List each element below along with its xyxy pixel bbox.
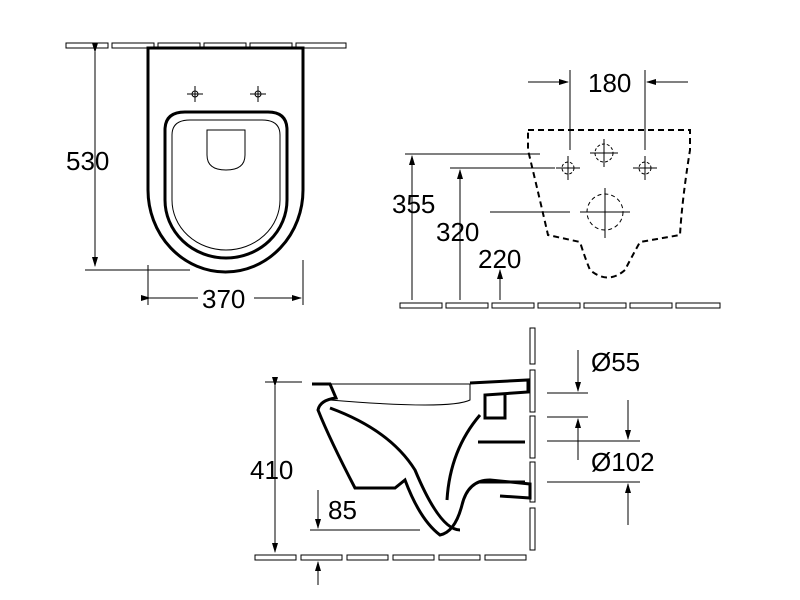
outlet-hole-icon: [580, 188, 630, 238]
bowl-outline: [146, 46, 305, 274]
height-320-label: 320: [436, 217, 479, 247]
bolt-hole-icon: [556, 156, 580, 180]
offset-85-label: 85: [328, 495, 357, 525]
bowl-rear-outline: [527, 129, 691, 279]
inlet-hole-icon: [590, 139, 618, 167]
fixing-hole-icon: [250, 86, 266, 102]
side-view: Ø55 Ø102 410 85: [250, 327, 655, 585]
wall-tiles-top: [65, 42, 347, 49]
bowl-rim: [329, 383, 471, 406]
top-view: 530 370: [65, 42, 347, 314]
lid-handle: [206, 129, 246, 171]
height-220-label: 220: [478, 244, 521, 274]
spacing-180-label: 180: [588, 68, 631, 98]
bowl-inner: [329, 406, 461, 532]
seat-inner: [171, 119, 281, 251]
seat-outline: [163, 110, 289, 260]
height-355-label: 355: [392, 189, 435, 219]
wall-tiles-side: [529, 327, 536, 551]
inlet-diameter-55-label: Ø55: [591, 347, 640, 377]
bolt-hole-icon: [633, 156, 657, 180]
floor-tiles-side: [254, 554, 527, 561]
floor-tiles-rear: [399, 302, 721, 309]
width-370-label: 370: [202, 284, 245, 314]
height-410-label: 410: [250, 455, 293, 485]
height-530-label: 530: [66, 146, 109, 176]
rear-view: 180 355 320 220: [392, 68, 721, 309]
fixing-hole-icon: [187, 86, 203, 102]
trapway: [445, 378, 530, 501]
outlet-diameter-102-label: Ø102: [591, 447, 655, 477]
bowl-profile: [312, 382, 532, 537]
